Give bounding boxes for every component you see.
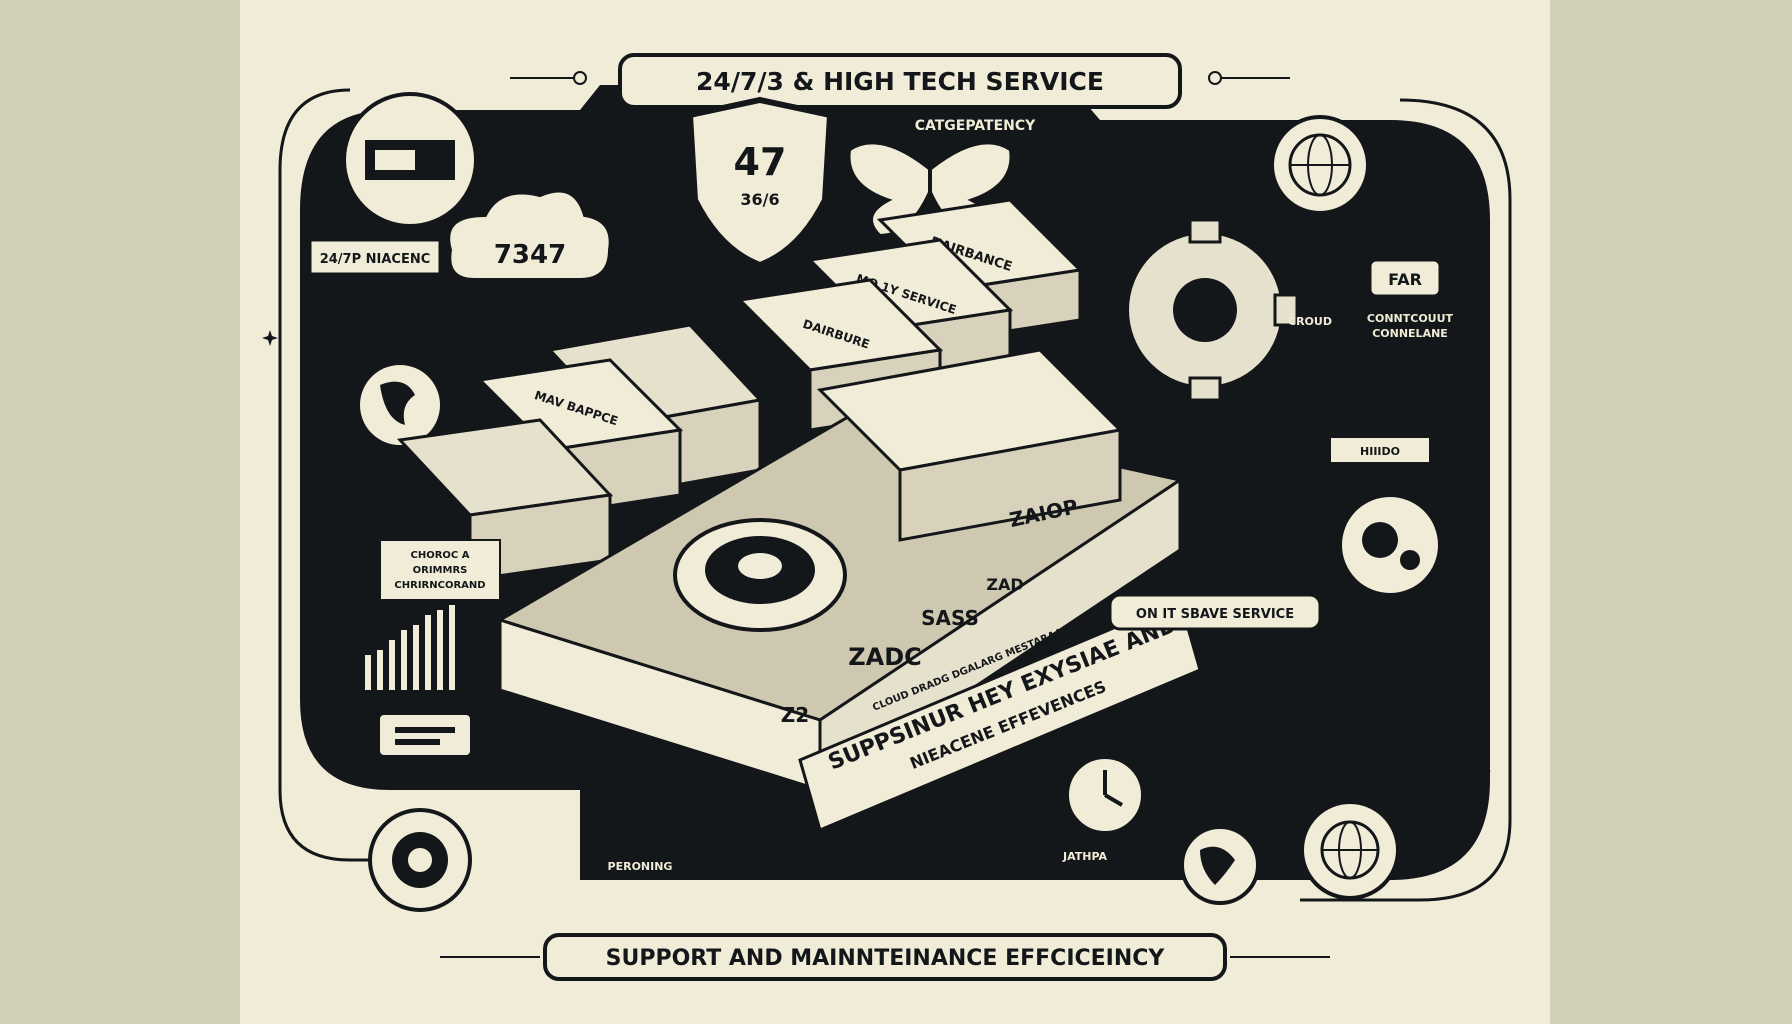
lower-right-label: JATHPA — [1062, 850, 1108, 863]
fan-icon — [673, 518, 847, 632]
poster-paper: 24/7/3 & HIGH TECH SERVICE 47 36/6 7347 … — [240, 0, 1550, 1024]
top-banner-box — [618, 53, 1182, 109]
right-margin-band — [1550, 0, 1792, 1024]
it-service-text: ON IT SBAVE SERVICE — [1136, 607, 1294, 622]
globe-icon-top-right — [1270, 115, 1370, 215]
server-blade-6 — [396, 418, 614, 582]
shield-subnumber: 36/6 — [740, 190, 779, 209]
shield-icon: 47 36/6 — [686, 96, 834, 269]
outer-frame-right — [1300, 98, 1512, 902]
lower-left-label-b: PERONING — [608, 860, 673, 873]
chat-bubble-icon — [380, 715, 470, 755]
right-text-cloud: CROUD — [1288, 315, 1332, 328]
board-label-zadc: ZADC — [848, 643, 922, 671]
cloud-number: 7347 — [494, 240, 566, 270]
right-tag-box — [1368, 258, 1442, 298]
mini-label-text: HIIIDO — [1360, 445, 1400, 458]
globe-icon-bottom-right — [1300, 800, 1400, 900]
left-callout-box — [379, 539, 501, 601]
callout-line-1: CHOROC A — [411, 550, 470, 561]
board-label-sass: SASS — [921, 606, 979, 630]
sparkle-icons — [262, 150, 1491, 782]
shield-number: 47 — [734, 140, 787, 184]
board-label-z2: Z2 — [781, 703, 809, 727]
outer-frame — [278, 88, 430, 862]
gear-icon — [1125, 218, 1299, 402]
category-label: CATGEPATENCY — [915, 118, 1036, 134]
left-tag-box — [308, 238, 442, 276]
lower-left-label-a: HOWEIR — [522, 849, 577, 863]
globe-icon-left — [356, 361, 444, 449]
mini-label-box — [1329, 436, 1431, 464]
clock-icon — [1065, 755, 1145, 835]
callout-line-2: ORIMMRS — [413, 565, 468, 576]
left-tag-text: 24/7P NIACENC — [320, 252, 431, 267]
board-label-zad: ZAD — [986, 575, 1023, 594]
camera-icon — [342, 92, 478, 228]
lower-left-label-c: HIT — [630, 890, 651, 903]
right-tag-text: FAR — [1388, 270, 1422, 289]
globe-icon-bottom-center — [1180, 825, 1260, 905]
cloud-icon: 7347 — [446, 188, 613, 282]
right-text-connelane: CONNELANE — [1372, 327, 1448, 340]
target-gear-icon — [368, 808, 472, 912]
callout-line-3: CHRIRNCORAND — [394, 580, 485, 591]
bottom-banner-box — [543, 933, 1227, 981]
left-margin-band — [0, 0, 240, 1024]
bottom-banner-text: SUPPORT AND MAINNTEINANCE EFFCICEINCY — [606, 946, 1166, 971]
right-text-connect: CONNTCOUUT — [1367, 312, 1454, 325]
poster-artwork: 24/7/3 & HIGH TECH SERVICE 47 36/6 7347 … — [262, 53, 1512, 981]
gears-icon-right — [1338, 493, 1442, 597]
it-service-pill — [1108, 593, 1322, 631]
bar-chart-icon — [365, 605, 455, 690]
top-banner-text: 24/7/3 & HIGH TECH SERVICE — [696, 67, 1104, 96]
